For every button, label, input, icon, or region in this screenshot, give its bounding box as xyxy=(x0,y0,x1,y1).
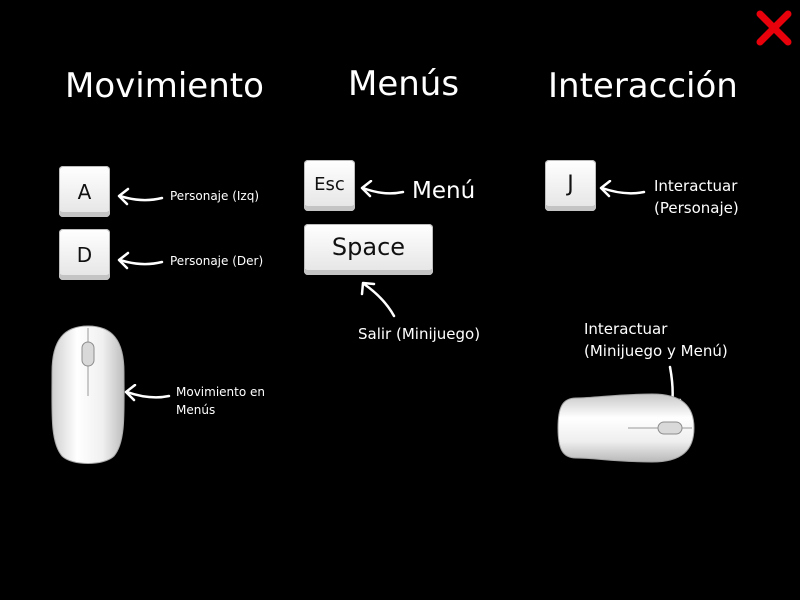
arrow-left-icon xyxy=(124,384,171,402)
label-esc-action: Menú xyxy=(412,178,476,204)
key-d: D xyxy=(59,229,110,280)
key-space: Space xyxy=(304,224,433,275)
mouse-click-icon xyxy=(557,393,695,463)
label-d-action: Personaje (Der) xyxy=(170,254,264,268)
mouse-icon xyxy=(51,325,125,464)
title-interaction: Interacción xyxy=(548,66,738,106)
label-j-action: Interactuar (Personaje) xyxy=(654,177,739,217)
key-a: A xyxy=(59,166,110,217)
key-esc: Esc xyxy=(304,160,355,211)
arrow-up-icon xyxy=(360,281,396,318)
title-menus: Menús xyxy=(348,64,460,104)
label-a-action: Personaje (Izq) xyxy=(170,189,260,203)
label-mouse-click: Interactuar (Minijuego y Menú) xyxy=(584,320,728,360)
arrow-left-icon xyxy=(117,187,164,206)
title-movement: Movimiento xyxy=(65,66,264,106)
close-icon[interactable] xyxy=(754,8,794,48)
arrow-left-icon xyxy=(599,180,646,198)
arrow-left-icon xyxy=(117,251,164,270)
label-mouse-move: Movimiento en Menús xyxy=(176,385,265,417)
arrow-left-icon xyxy=(360,180,405,198)
key-j: J xyxy=(545,160,596,211)
label-space-action: Salir (Minijuego) xyxy=(358,325,481,343)
